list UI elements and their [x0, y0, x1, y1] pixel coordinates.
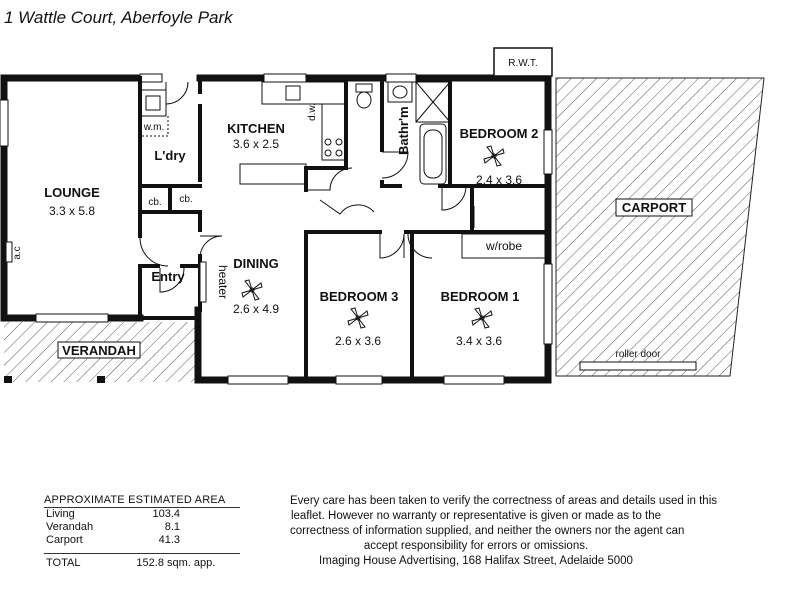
area-table-heading: APPROXIMATE ESTIMATED AREA — [44, 494, 240, 508]
disclaimer-line: correctness of information supplied, and… — [290, 525, 685, 537]
room-label-dining: DINING — [233, 256, 279, 271]
disclaimer-line: Imaging House Advertising, 168 Halifax S… — [319, 555, 633, 567]
roller-door-label: roller door — [615, 349, 661, 360]
floor-plan: LOUNGE 3.3 x 5.8 KITCHEN 3.6 x 2.5 L'dry… — [0, 47, 765, 385]
cupboard-label: cb. — [148, 197, 161, 208]
property-address-title: 1 Wattle Court, Aberfoyle Park — [4, 8, 233, 27]
room-label-carport: CARPORT — [622, 200, 686, 215]
room-size-dining: 2.6 x 4.9 — [233, 302, 279, 316]
room-size-bedroom1: 3.4 x 3.6 — [456, 334, 502, 348]
area-row: Living 103.4 — [46, 508, 180, 520]
area-row: Verandah 8.1 — [46, 521, 180, 533]
room-size-bedroom3: 2.6 x 3.6 — [335, 334, 381, 348]
room-label-bedroom3: BEDROOM 3 — [320, 289, 399, 304]
wardrobe-label: w/robe — [485, 239, 522, 253]
roller-door — [579, 361, 697, 371]
verandah-post — [97, 376, 105, 383]
room-size-bedroom2: 2.4 x 3.6 — [476, 173, 522, 187]
carport-label-bg — [615, 198, 693, 217]
doors — [139, 81, 475, 293]
room-label-bedroom1: BEDROOM 1 — [441, 289, 520, 304]
disclaimer-line: leaflet. However no warranty or represen… — [290, 510, 662, 522]
carport-area — [555, 77, 765, 377]
rwt-tank — [493, 47, 553, 77]
verandah-post — [4, 376, 12, 383]
ceiling-fan-icon — [241, 145, 505, 329]
area-table-divider — [44, 553, 240, 554]
toilet-icon — [355, 83, 373, 109]
ac-unit — [5, 241, 13, 263]
disclaimer-text: Every care has been taken to verify the … — [290, 494, 718, 569]
area-total-row: TOTAL 152.8 sqm. app. — [46, 557, 216, 569]
room-label-laundry: L'dry — [154, 148, 186, 163]
windows — [0, 73, 553, 385]
verandah-label-bg — [57, 341, 141, 359]
heater-label: heater — [216, 265, 230, 299]
area-row: Carport 41.3 — [46, 534, 180, 546]
heater-unit — [199, 261, 207, 303]
kitchen-fixtures — [139, 81, 347, 185]
disclaimer-line: accept responsibility for errors or omis… — [363, 540, 589, 552]
room-label-bedroom2: BEDROOM 2 — [460, 126, 539, 141]
room-label-verandah: VERANDAH — [62, 343, 136, 358]
rwt-label: R.W.T. — [508, 58, 537, 69]
room-label-lounge: LOUNGE — [44, 185, 100, 200]
wardrobe — [461, 233, 547, 259]
air-conditioner-label: a.c — [12, 246, 23, 259]
area-summary-table: APPROXIMATE ESTIMATED AREA Living 103.4 … — [44, 494, 240, 569]
bathroom-fixtures — [387, 81, 451, 185]
room-label-bathroom: Bathr'm — [396, 106, 411, 155]
room-size-lounge: 3.3 x 5.8 — [49, 204, 95, 218]
washing-machine-label: w.m. — [143, 122, 165, 133]
cupboard-label: cb. — [179, 194, 192, 205]
room-label-kitchen: KITCHEN — [227, 121, 285, 136]
room-label-entry: Entry — [151, 269, 185, 284]
room-size-kitchen: 3.6 x 2.5 — [233, 137, 279, 151]
disclaimer-line: Every care has been taken to verify the … — [290, 495, 718, 507]
dishwasher-label: d.w. — [307, 103, 318, 121]
